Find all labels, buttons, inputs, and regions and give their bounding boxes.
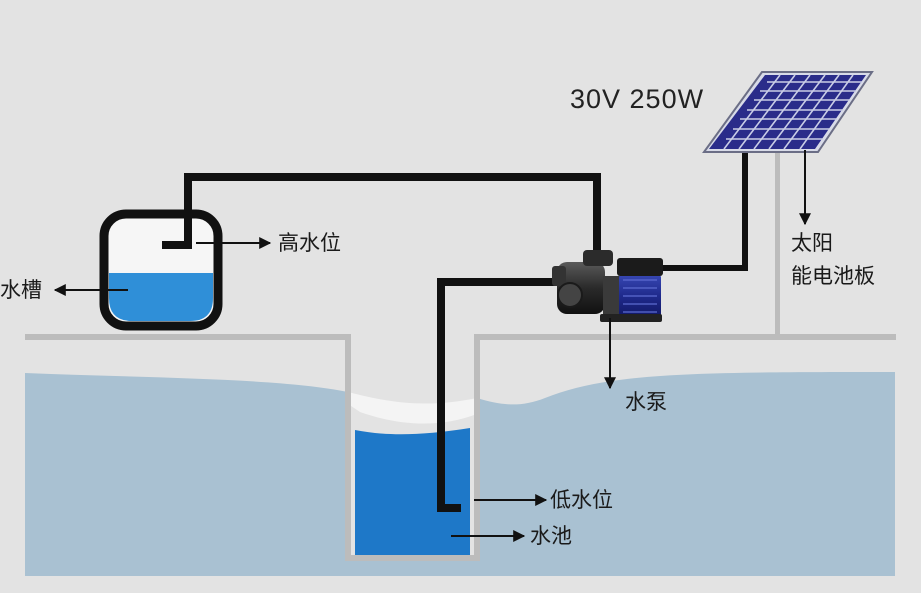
water-pump-icon — [552, 250, 663, 322]
power-cable — [655, 150, 748, 271]
suction-pipe — [437, 278, 560, 508]
high-level-label: 高水位 — [278, 231, 341, 255]
pool-surface — [348, 392, 477, 424]
outlet-pipe — [162, 173, 601, 262]
spec-label: 30V 250W — [570, 84, 705, 114]
pool-label: 水池 — [530, 524, 572, 548]
solar-panel-label-line2: 能电池板 — [791, 264, 875, 288]
pump-label: 水泵 — [625, 390, 667, 414]
tank-label: 水槽 — [0, 278, 42, 302]
solar-panel-icon — [702, 71, 874, 153]
ground-line — [25, 334, 896, 561]
solar-panel-label-line1: 太阳 — [791, 231, 833, 255]
panel-support-post — [775, 150, 780, 337]
suction-pipe-end — [437, 504, 461, 512]
tank-water — [109, 273, 213, 321]
ground-water — [25, 372, 895, 576]
low-level-label: 低水位 — [550, 488, 613, 512]
